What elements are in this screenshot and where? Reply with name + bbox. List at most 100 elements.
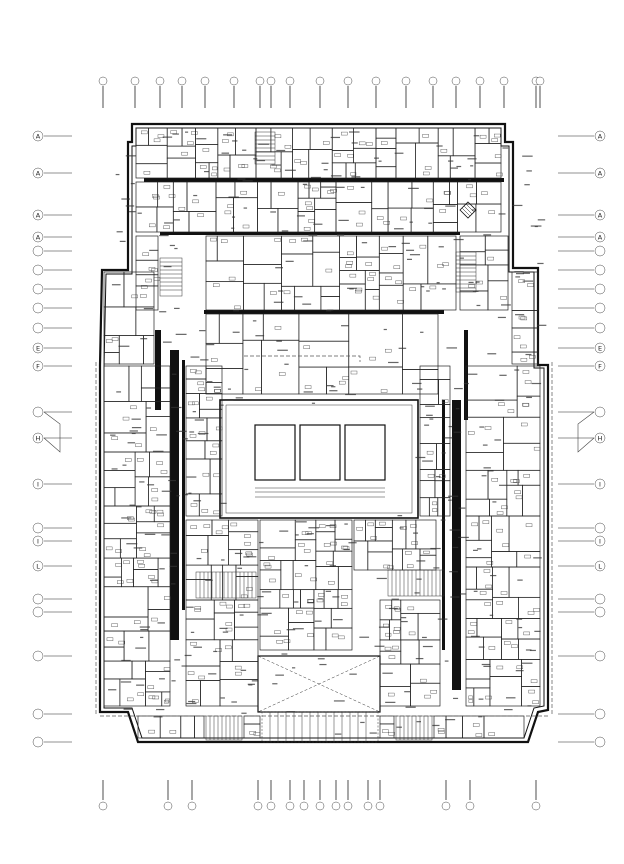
room bbox=[516, 395, 541, 418]
room bbox=[518, 596, 541, 619]
room bbox=[320, 181, 337, 188]
grid-row-right bbox=[558, 650, 606, 662]
grid-row-label-right: E bbox=[598, 344, 602, 352]
grid-row-label-left: A bbox=[36, 169, 41, 177]
room bbox=[410, 207, 434, 233]
grid-col-top bbox=[285, 76, 295, 108]
grid-row-right: L bbox=[558, 560, 606, 572]
room bbox=[492, 596, 519, 619]
room bbox=[235, 127, 257, 156]
room bbox=[313, 607, 332, 629]
room bbox=[128, 365, 142, 402]
room bbox=[228, 549, 241, 566]
room bbox=[242, 339, 262, 395]
room bbox=[379, 650, 402, 665]
room bbox=[508, 566, 541, 598]
grid-row-right bbox=[558, 708, 606, 720]
room bbox=[229, 154, 257, 179]
room bbox=[411, 181, 434, 209]
room bbox=[483, 636, 502, 660]
room bbox=[195, 127, 219, 145]
grid-row-left bbox=[32, 406, 72, 418]
room bbox=[186, 181, 217, 212]
room bbox=[427, 235, 457, 285]
room bbox=[432, 181, 450, 205]
room bbox=[339, 235, 357, 258]
room bbox=[292, 560, 317, 591]
room bbox=[491, 515, 510, 552]
room bbox=[489, 676, 522, 707]
grid-row-left: A bbox=[32, 167, 72, 179]
room bbox=[207, 535, 229, 566]
room bbox=[415, 519, 437, 550]
grid-row-right: A bbox=[558, 167, 606, 179]
grid-col-bottom bbox=[299, 780, 309, 811]
room bbox=[298, 366, 327, 395]
room bbox=[243, 715, 261, 725]
room bbox=[314, 209, 337, 233]
grid-row-left bbox=[32, 264, 72, 276]
diamond-hatch-symbol bbox=[459, 201, 477, 219]
room bbox=[325, 627, 353, 651]
room bbox=[320, 296, 340, 311]
grid-row-label-left: L bbox=[36, 562, 40, 570]
room bbox=[280, 151, 293, 179]
room bbox=[198, 493, 223, 517]
room bbox=[215, 181, 236, 199]
grid-col-top bbox=[401, 76, 411, 108]
room bbox=[259, 607, 289, 637]
room bbox=[420, 283, 457, 311]
room bbox=[185, 393, 200, 419]
room bbox=[134, 476, 149, 507]
room bbox=[452, 127, 476, 157]
room bbox=[234, 181, 258, 199]
grid-row-left: A bbox=[32, 130, 72, 142]
annotation-layer bbox=[108, 131, 547, 735]
room bbox=[143, 335, 155, 365]
room bbox=[433, 715, 447, 739]
grid-row-right bbox=[558, 245, 606, 257]
room bbox=[185, 579, 212, 601]
room bbox=[400, 599, 441, 614]
room bbox=[462, 715, 485, 739]
room bbox=[488, 127, 502, 144]
room bbox=[200, 680, 221, 707]
room bbox=[185, 458, 211, 495]
grid-row-label-right: L bbox=[598, 562, 602, 570]
room bbox=[135, 127, 149, 146]
grid-col-bottom bbox=[331, 780, 341, 811]
stair-symbols bbox=[159, 131, 477, 743]
room bbox=[419, 469, 436, 482]
room bbox=[428, 497, 439, 517]
room bbox=[487, 264, 509, 282]
room bbox=[217, 154, 231, 179]
room bbox=[419, 548, 437, 556]
room bbox=[465, 588, 493, 601]
room bbox=[312, 235, 340, 253]
room bbox=[233, 197, 258, 233]
grid-row-label-left: I bbox=[37, 480, 39, 488]
grid-col-top bbox=[428, 76, 438, 108]
room bbox=[521, 686, 541, 707]
room bbox=[277, 208, 299, 233]
room bbox=[145, 660, 171, 672]
room bbox=[185, 417, 208, 442]
grid-row-left: H bbox=[32, 432, 72, 444]
room bbox=[103, 557, 122, 578]
room bbox=[314, 197, 337, 210]
room bbox=[270, 181, 299, 209]
room bbox=[375, 127, 397, 139]
grid-col-bottom bbox=[375, 780, 385, 811]
room bbox=[103, 487, 116, 507]
room bbox=[379, 619, 390, 641]
room bbox=[335, 181, 373, 203]
room bbox=[489, 498, 508, 517]
grid-row-label-left: A bbox=[36, 211, 41, 219]
room bbox=[476, 181, 502, 205]
grid-row-right bbox=[558, 283, 606, 295]
room bbox=[465, 365, 518, 401]
room bbox=[300, 589, 315, 609]
grid-col-bottom bbox=[363, 780, 373, 811]
room bbox=[457, 181, 477, 205]
room bbox=[205, 313, 220, 344]
